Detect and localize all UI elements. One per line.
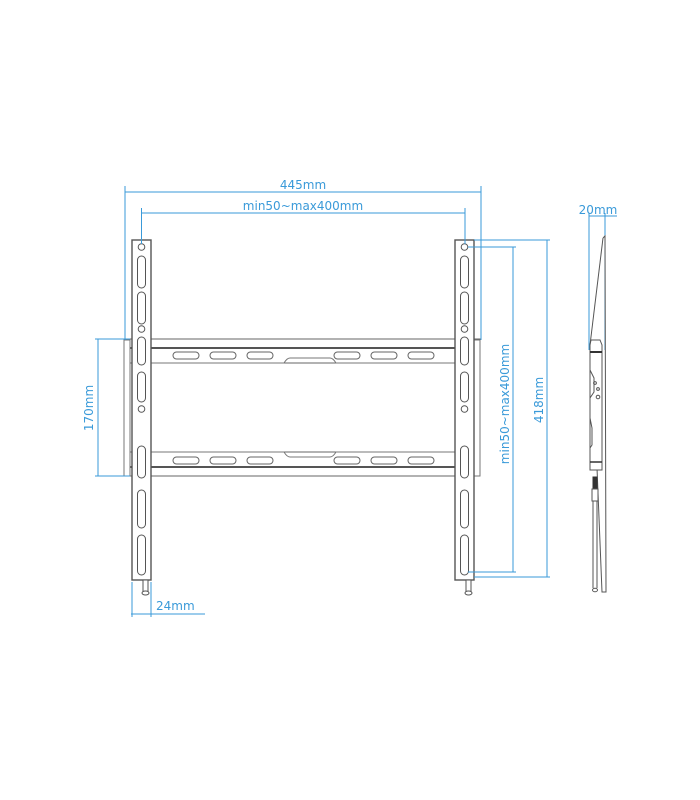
overall-width-label: 445mm — [280, 178, 326, 192]
front-view — [123, 239, 481, 596]
side-profile-arm — [596, 234, 607, 593]
dimension-labels: 445mm min50~max400mm 170mm min50~max400m… — [82, 178, 617, 613]
arm-width-label: 24mm — [156, 599, 195, 613]
vesa-vertical-label: min50~max400mm — [498, 344, 512, 464]
depth-label: 20mm — [579, 203, 618, 217]
safety-lock-bar — [591, 476, 599, 593]
left-plate-edge — [123, 339, 131, 477]
bottom-wall-rail — [123, 451, 481, 477]
right-vertical-arm — [454, 239, 475, 596]
dimension-lines — [95, 186, 617, 617]
wall-plate-hook — [589, 339, 603, 471]
overall-height-label: 418mm — [532, 377, 546, 423]
wall-plate-height-label: 170mm — [82, 385, 96, 431]
vesa-horizontal-label: min50~max400mm — [243, 199, 363, 213]
left-vertical-arm — [131, 239, 152, 596]
top-wall-rail — [123, 338, 481, 364]
side-view — [589, 234, 607, 593]
right-plate-edge — [473, 339, 481, 477]
